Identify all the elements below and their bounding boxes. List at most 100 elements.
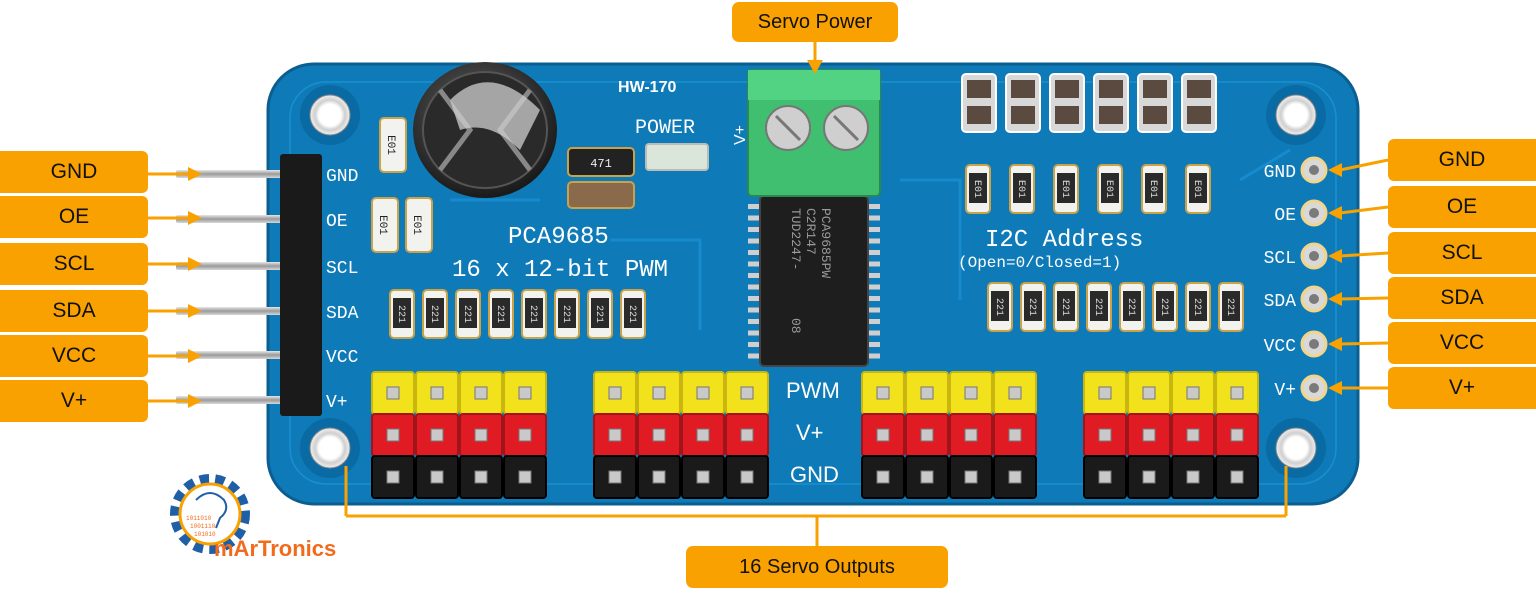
servo-header-pin-tip: [518, 386, 532, 400]
pca9685-chip: PCA9685PW C2R147 TUD2247- 08: [748, 195, 880, 367]
i2c-pad-half: [1187, 80, 1211, 98]
i2c-pad-half: [1187, 106, 1211, 124]
i2c-pad-half: [1099, 80, 1123, 98]
ic-pin: [866, 307, 880, 313]
right-callout-arrows: [1328, 158, 1389, 395]
servo-header-pin-tip: [518, 428, 532, 442]
resistor-code-text: 221: [993, 298, 1004, 316]
ic-marking-line: TUD2247-: [788, 208, 803, 270]
right-pin-label-scl: SCL: [1388, 232, 1536, 274]
board-pin-label-left: V+: [326, 393, 348, 413]
board-pad-hole: [1309, 339, 1319, 349]
arrow-line: [1339, 341, 1389, 346]
servo-header-pin-tip: [652, 386, 666, 400]
ic-pin: [866, 319, 880, 324]
ic-pin: [866, 296, 880, 301]
capacitor: [413, 62, 557, 198]
gear-binary-line: 1001110: [190, 523, 216, 530]
board-pad-hole: [1309, 383, 1319, 393]
smd-resistor-body: [393, 298, 411, 328]
smd-resistor-body: [1057, 173, 1075, 203]
header-pin: [176, 170, 306, 178]
servo-header-pin-tip: [652, 428, 666, 442]
resistor-code-text: E01: [384, 135, 396, 155]
arrow-head: [1328, 381, 1342, 395]
resistor-code-text: 221: [527, 305, 538, 323]
servo-header-pin-tip: [1008, 470, 1022, 484]
smd-resistor-body: [1123, 291, 1141, 321]
servo-header-pin-tip: [740, 386, 754, 400]
row-label-gnd: GND: [790, 462, 839, 487]
ic-pin: [866, 250, 880, 255]
servo-header-pin-tip: [652, 470, 666, 484]
smd-resistor-body: [1222, 291, 1240, 321]
servo-header-pin-tip: [608, 470, 622, 484]
left-pin-label-vplus: V+: [0, 380, 148, 422]
arrow-line: [1339, 205, 1389, 215]
header-pin: [176, 351, 306, 359]
servo-header-pin-tip: [608, 386, 622, 400]
servo-header-pin-tip: [608, 428, 622, 442]
servo-header-pin-tip: [964, 428, 978, 442]
right-pin-label-vcc: VCC: [1388, 322, 1536, 364]
arrow-head: [188, 349, 202, 363]
ic-pin: [866, 330, 880, 336]
board-pin-label-left: OE: [326, 212, 348, 232]
servo-power-arrow: [807, 42, 823, 74]
board-pin-label-right: VCC: [1264, 337, 1297, 357]
mounting-hole-bottom-right: [1266, 418, 1326, 478]
smd-resistor-body: [1101, 173, 1119, 203]
servo-header-pin-tip: [1142, 470, 1156, 484]
resistor-code-text: 221: [1224, 298, 1235, 316]
ic-pin: [748, 330, 762, 336]
i2c-pad-half: [1143, 106, 1167, 124]
terminal-vplus-label: V+: [732, 125, 749, 145]
header-pin: [176, 262, 306, 270]
resistor-code-text: E01: [1191, 180, 1202, 198]
ic-pin: [748, 296, 762, 301]
servo-header-pin-tip: [696, 470, 710, 484]
servo-header-pin-tip: [1142, 386, 1156, 400]
servo-header-pin-tip: [474, 386, 488, 400]
smd-resistor-body: [991, 291, 1009, 321]
ic-pin: [748, 215, 762, 221]
ic-pin: [748, 227, 762, 232]
board-pin-label-right: SCL: [1264, 249, 1296, 269]
resistor-code-text: 221: [1125, 298, 1136, 316]
servo-header-pin-tip: [474, 428, 488, 442]
right-pin-label-vplus: V+: [1388, 367, 1536, 409]
smd-resistor-body: [525, 298, 543, 328]
arrow-head: [188, 394, 202, 408]
arrow-line: [1339, 251, 1389, 258]
resistor-code-text: 221: [1158, 298, 1169, 316]
servo-power-label: Servo Power: [732, 2, 898, 42]
i2c-pad-half: [1055, 80, 1079, 98]
board-pin-label-left: SCL: [326, 259, 358, 279]
resistor-code-text: E01: [1103, 180, 1114, 198]
right-pin-label-oe: OE: [1388, 186, 1536, 228]
gear-binary-line: 1011010: [186, 515, 212, 522]
servo-header-pin-tip: [696, 428, 710, 442]
resistor-code-text: 221: [1059, 298, 1070, 316]
arrow-head: [1328, 337, 1342, 351]
ic-pin: [748, 342, 762, 347]
board-pad-hole: [1309, 165, 1319, 175]
ic-pin: [748, 238, 762, 244]
board-pin-label-left: GND: [326, 167, 358, 187]
arrow-head: [188, 211, 202, 225]
left-callout-arrows: [148, 167, 202, 408]
servo-outputs-bracket: [344, 466, 1288, 546]
smd-resistor-body: [492, 298, 510, 328]
ic-pin: [866, 215, 880, 221]
servo-header-pin-tip: [386, 470, 400, 484]
left-pin-label-oe: OE: [0, 196, 148, 238]
smd-resistor-body: [591, 298, 609, 328]
board-pin-label-left: SDA: [326, 304, 359, 324]
resistor-code-text: 221: [1092, 298, 1103, 316]
servo-header-pin-tip: [876, 428, 890, 442]
servo-header-pin-tip: [1008, 428, 1022, 442]
ic-pin: [866, 238, 880, 244]
resistor-code-text: E01: [1059, 180, 1070, 198]
